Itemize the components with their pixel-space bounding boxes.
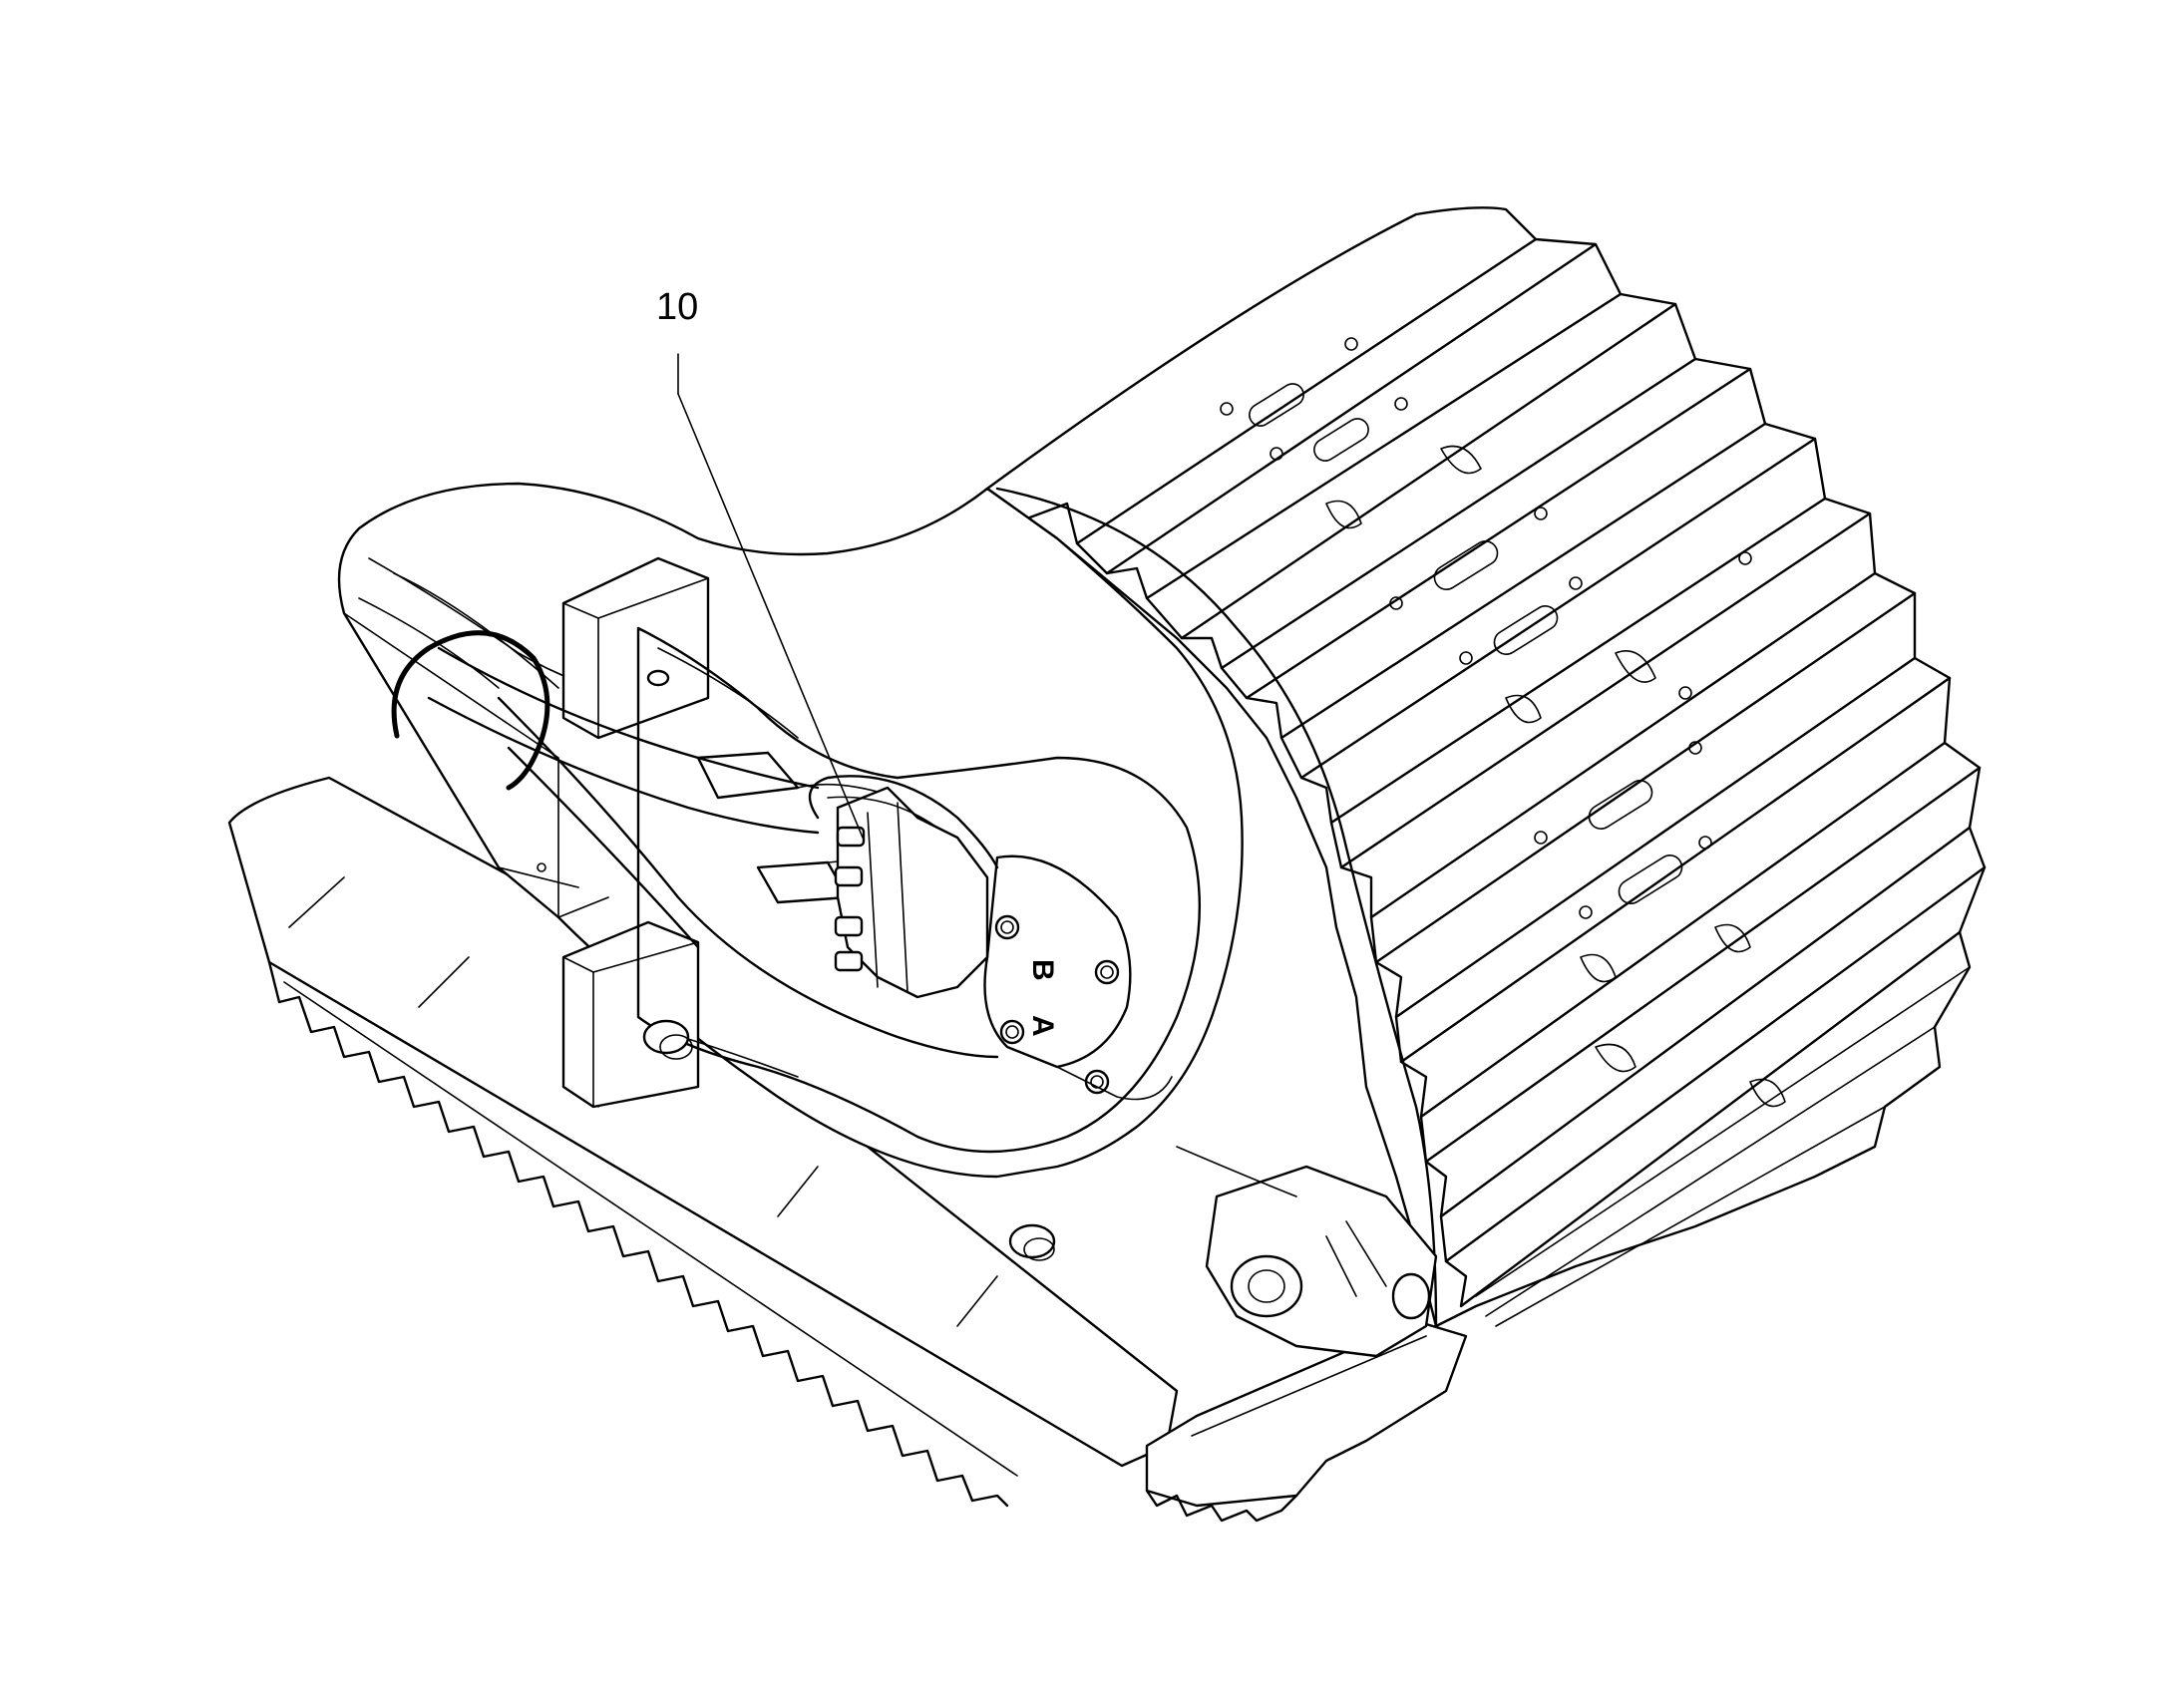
callout-number: 10 [656,286,698,328]
underside-drive [1176,1146,1438,1358]
near-shoe-strip [1145,1319,1468,1523]
track-link-slots [1249,383,1683,904]
track-rollers [1325,445,1786,1108]
callout-10: 10 [656,286,864,839]
travel-motor: B A [983,854,1173,1101]
detail-circle-marker [391,630,550,791]
port-b-label: B [1026,959,1059,981]
track-bolt-holes [1220,337,1752,919]
hose-fittings [808,775,999,999]
leader-line-diagonal [677,393,864,839]
port-a-label: A [1026,1015,1059,1037]
far-track-chain [985,206,1987,1328]
